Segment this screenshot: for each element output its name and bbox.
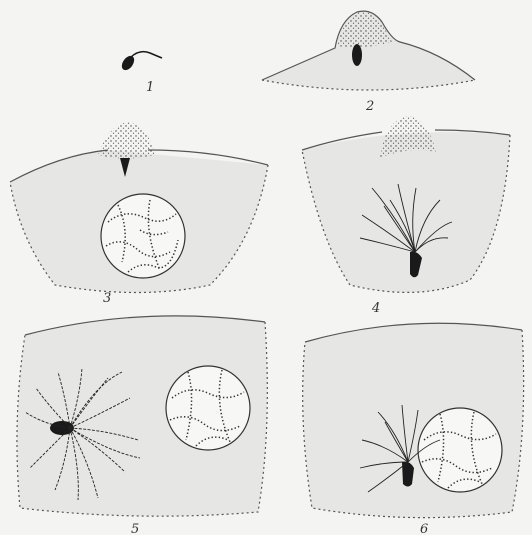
egg-nucleus [418,408,502,492]
figure-5-egg: 5 [17,316,267,535]
figure-4-egg: 4 [302,116,510,316]
figure-6-label: 6 [420,522,428,535]
figure-6-egg: 6 [303,323,524,535]
sperm-head [119,54,136,73]
egg-nucleus [101,194,185,278]
figure-3-label: 3 [103,291,111,306]
figure-2-egg-fragment: 2 [262,11,475,114]
entrance-cone [337,12,392,47]
figure-1-sperm: 1 [119,52,162,95]
figure-3-egg: 3 [10,122,268,306]
figure-5-label: 5 [131,522,139,535]
egg-nucleus [166,366,250,450]
sperm-tail [131,52,162,58]
cytoplasm [302,132,510,292]
figure-1-label: 1 [146,80,154,95]
entrance-cone [98,122,155,159]
figure-2-label: 2 [365,99,374,114]
cut-edge [262,80,475,90]
figure-4-label: 4 [371,301,380,316]
sperm-head [352,44,362,66]
